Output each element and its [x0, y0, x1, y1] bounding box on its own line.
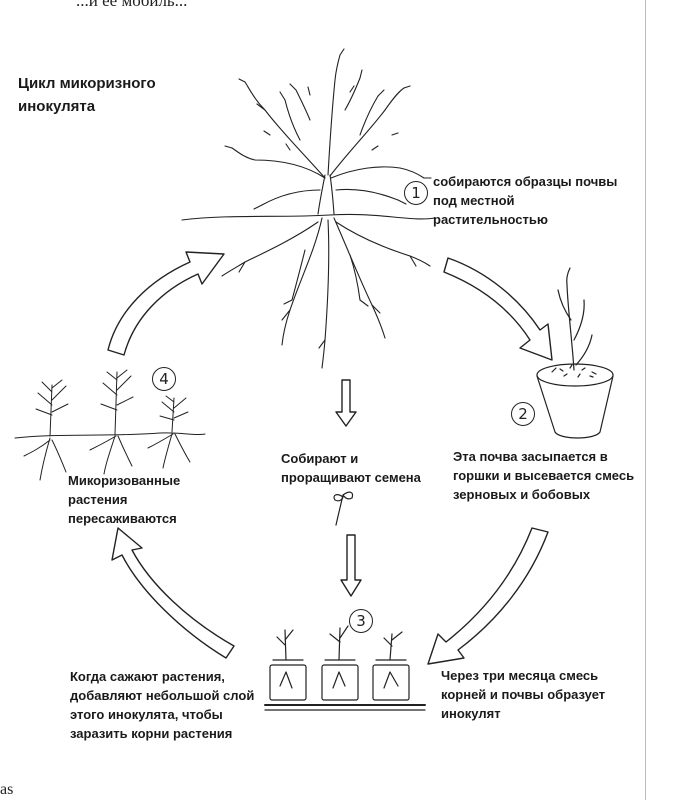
cycle-arrow-2-to-3: [427, 527, 549, 665]
step-4-text: Микоризованные растения пересаживаются: [68, 473, 181, 526]
seeds-text: Собирают и проращивают семена: [281, 451, 421, 485]
tree-with-roots-illustration: [181, 48, 436, 369]
step-3-text: Через три месяца смесь корней и почвы об…: [441, 668, 606, 721]
arrow-to-trays: [340, 534, 362, 597]
footer-text-fragment: as: [0, 781, 14, 798]
diagram-title: Цикл микоризного инокулята: [18, 75, 156, 115]
sprouting-seed-illustration: [333, 491, 354, 526]
planting-text: Когда сажают растения, добавляют небольш…: [70, 669, 255, 741]
step-3-number: 3: [349, 609, 373, 633]
cycle-arrow-4-to-1: [107, 251, 225, 356]
arrow-to-seeds: [335, 379, 357, 427]
cycle-arrow-1-to-2: [443, 257, 553, 361]
step-1-number: 1: [404, 181, 428, 205]
seedling-trays-illustration: [264, 625, 426, 711]
step-2-text: Эта почва засыпается в горшки и высевает…: [453, 449, 635, 502]
cycle-arrow-3-to-4: [111, 527, 235, 659]
step-2-number: 2: [511, 402, 535, 426]
header-text-fragment: ...и её мобиль...: [76, 0, 188, 10]
page-edge-line: [645, 0, 646, 800]
pot-with-seedling-illustration: [536, 267, 614, 439]
step-4-number: 4: [152, 367, 176, 391]
step-1-text: собираются образцы почвы под местной рас…: [433, 174, 618, 227]
mycorrhizal-plants-illustration: [14, 369, 206, 481]
